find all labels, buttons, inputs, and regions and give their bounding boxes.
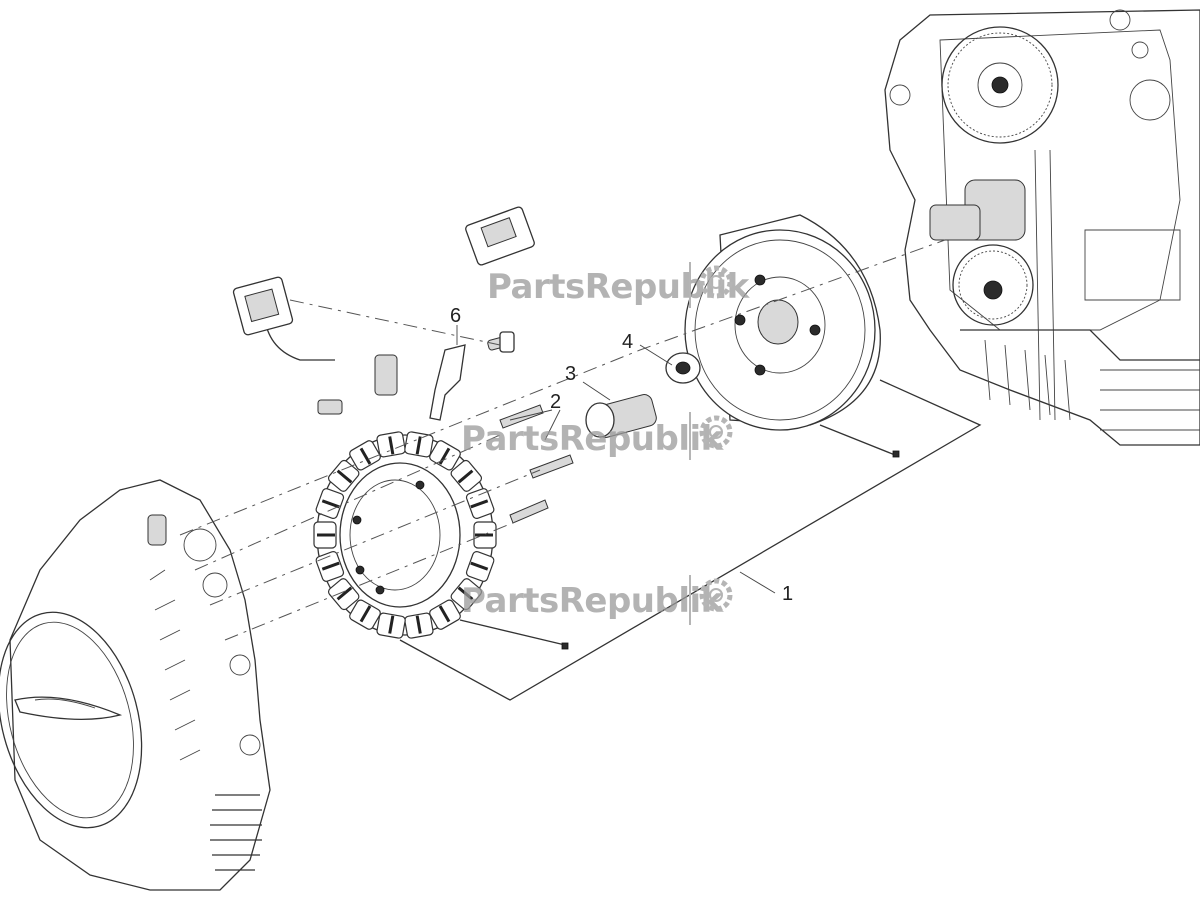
stator-winding <box>457 586 474 601</box>
callout-4: 4 <box>622 331 633 353</box>
stator-screws <box>499 404 574 524</box>
stator-winding <box>438 605 451 623</box>
watermark-text: PartsRepublik <box>461 581 725 621</box>
stator-winding <box>321 561 340 571</box>
gear-icon <box>699 265 733 299</box>
callout-2: 2 <box>550 391 561 413</box>
callout-1: 1 <box>782 583 793 605</box>
stator-winding <box>388 615 395 634</box>
alternator-cover <box>0 479 271 891</box>
stator-winding <box>388 436 395 455</box>
watermark-middle: PartsRepublik <box>461 412 733 460</box>
flywheel-nut <box>585 394 657 438</box>
bolt-6 <box>487 331 515 353</box>
stator-winding <box>359 605 372 623</box>
watermark-bottom: PartsRepublik <box>461 575 733 625</box>
stator-winding <box>415 436 422 455</box>
gear-icon <box>699 415 733 449</box>
assembly-axis-lines <box>179 239 946 641</box>
engine-block <box>884 9 1200 446</box>
callout-labels: 6 4 3 2 1 <box>450 305 793 605</box>
callout-3: 3 <box>565 363 576 385</box>
watermark-text: PartsRepublik <box>487 267 751 307</box>
stator-winding <box>470 561 489 571</box>
stator-winding <box>336 469 353 484</box>
leader-lines <box>456 325 776 594</box>
stator-winding <box>415 615 422 634</box>
wiring-harness <box>232 206 535 521</box>
kit-bracket <box>399 379 982 701</box>
callout-6: 6 <box>450 305 461 327</box>
stator-winding <box>470 499 489 509</box>
stator-winding <box>359 447 372 465</box>
stator-winding <box>457 469 474 484</box>
watermark-top: PartsRepublik <box>487 262 751 308</box>
washer <box>665 352 701 384</box>
watermark-text: PartsRepublik <box>461 419 725 459</box>
gear-icon <box>699 578 733 612</box>
flywheel <box>684 214 881 431</box>
bracket-clip <box>429 344 466 421</box>
stator-winding <box>336 586 353 601</box>
stator-winding <box>321 499 340 509</box>
